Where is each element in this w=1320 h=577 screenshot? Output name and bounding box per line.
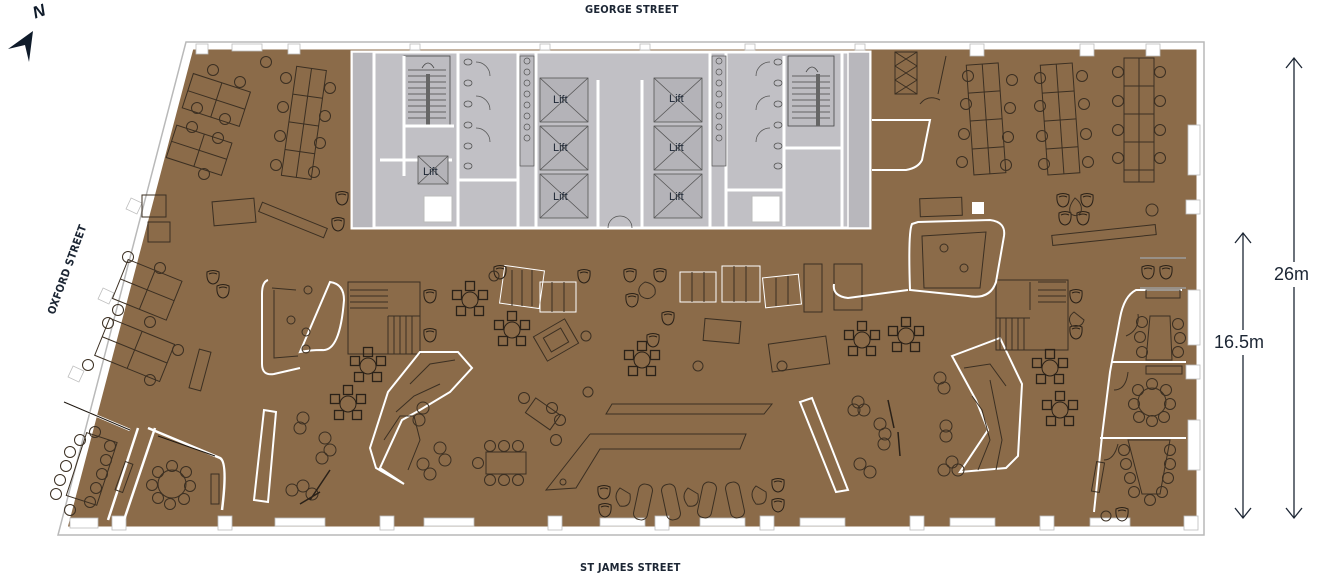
lift-label: Lift <box>423 166 438 178</box>
lift-label: Lift <box>669 191 684 203</box>
dimension-label-16-5m: 16.5m <box>1214 330 1265 355</box>
building-core: Lift Lift Lift Lift Lift Lift Lift <box>350 50 872 230</box>
dimension-label-26m: 26m <box>1274 262 1310 287</box>
north-arrow-icon <box>8 31 33 62</box>
street-label-north: GEORGE STREET <box>585 3 679 16</box>
dimension-arrows <box>1234 56 1303 520</box>
compass: N <box>0 0 60 66</box>
lift-label: Lift <box>553 191 568 203</box>
furniture <box>50 51 1186 522</box>
lift-label: Lift <box>669 142 684 154</box>
lift-labels: Lift Lift Lift Lift Lift Lift Lift <box>423 93 684 203</box>
lift-label: Lift <box>669 93 684 105</box>
lift-label: Lift <box>553 94 568 106</box>
street-label-south: ST JAMES STREET <box>580 561 681 574</box>
lift-shafts <box>417 77 703 219</box>
lift-label: Lift <box>553 142 568 154</box>
